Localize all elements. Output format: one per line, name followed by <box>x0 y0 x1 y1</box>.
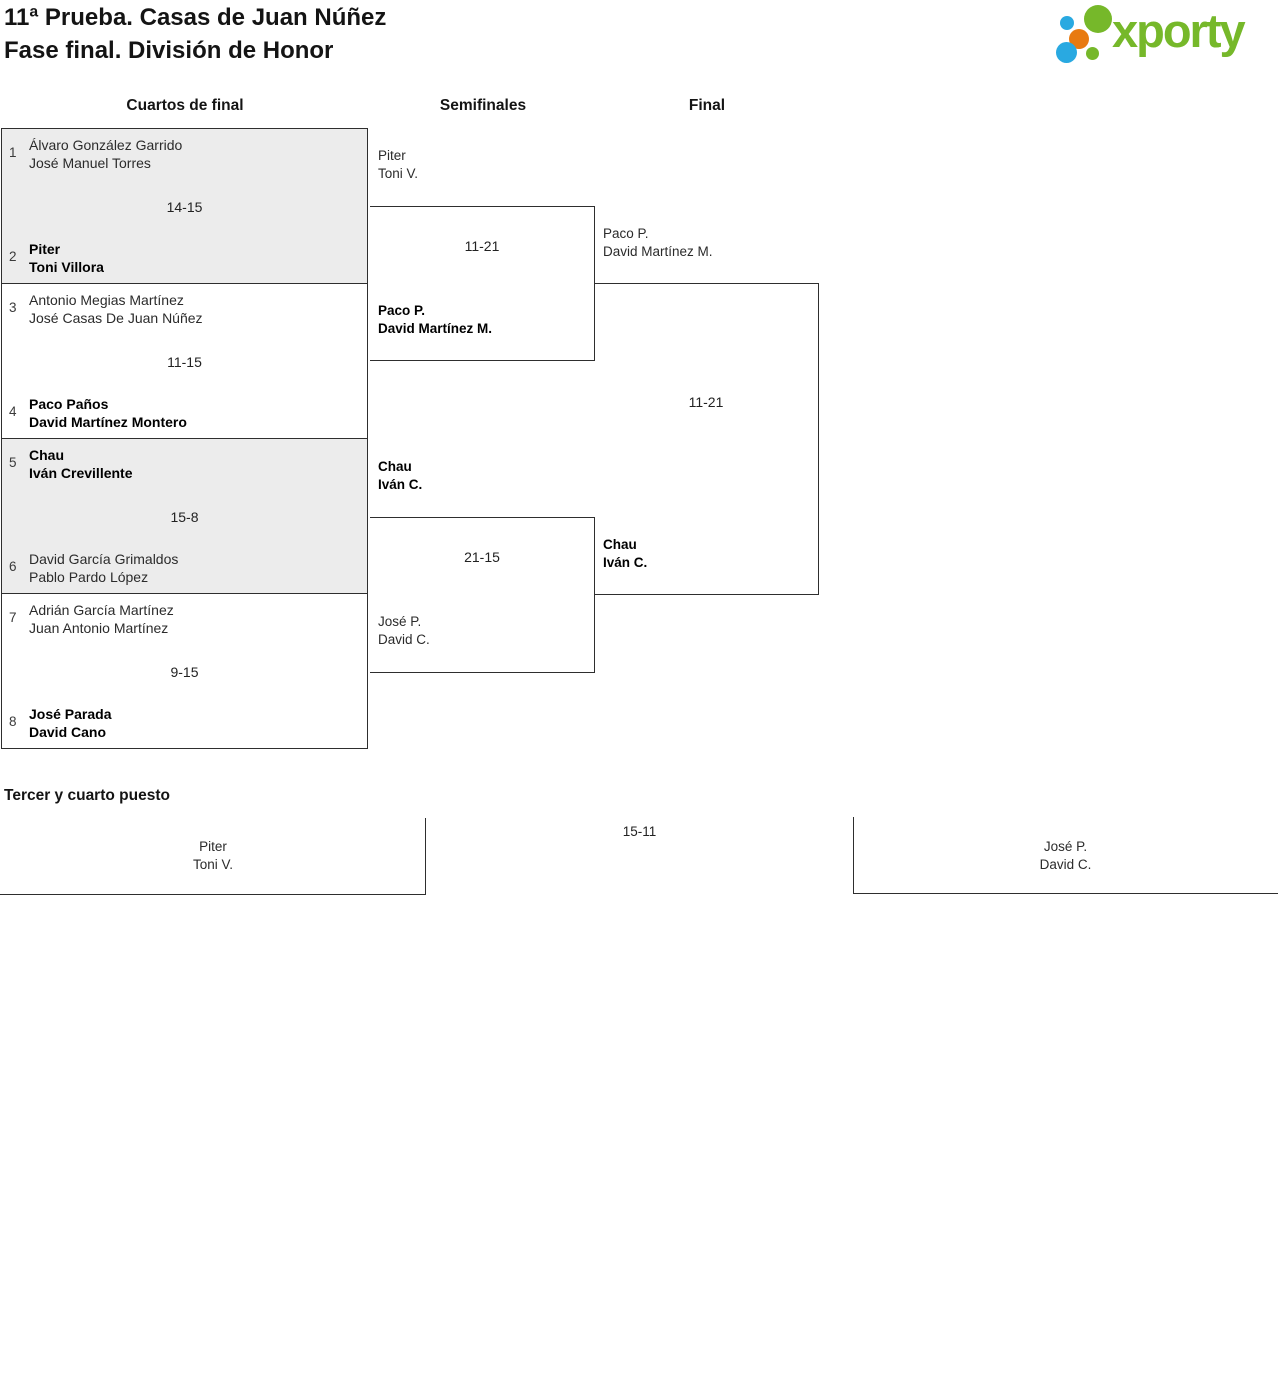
team-names: José P.David C. <box>378 614 430 647</box>
seed-number: 5 <box>9 455 17 470</box>
match-score: 15-8 <box>170 509 199 525</box>
seed-number: 8 <box>9 714 17 729</box>
match-score: 11-21 <box>464 238 500 254</box>
logo-wordmark: xporty <box>1112 4 1246 57</box>
column-header-quarterfinals: Cuartos de final <box>126 97 244 114</box>
seed-number: 3 <box>9 300 17 315</box>
logo-dot-icon <box>1084 5 1112 33</box>
column-header-final: Final <box>688 97 726 114</box>
match-score: 14-15 <box>166 199 203 215</box>
seed-number: 7 <box>9 610 17 625</box>
match-semifinal-2: 21-15 <box>370 517 595 673</box>
logo-dot-icon <box>1086 47 1099 60</box>
seed-number: 4 <box>9 404 17 419</box>
match-score: 9-15 <box>170 664 199 680</box>
page-subtitle: Fase final. División de Honor <box>4 37 334 64</box>
third-place-bracket-line <box>0 818 426 895</box>
match-semifinal-1: 11-21 <box>370 206 595 361</box>
third-place-heading: Tercer y cuarto puesto <box>4 787 170 804</box>
match-score: 15-11 <box>622 824 657 839</box>
seed-number: 2 <box>9 249 17 264</box>
team-names: Paco P.David Martínez M. <box>603 226 713 259</box>
logo-dot-icon <box>1069 29 1089 49</box>
match-score: 11-21 <box>688 394 724 410</box>
column-header-semifinals: Semifinales <box>439 97 527 114</box>
logo-dot-icon <box>1060 16 1074 30</box>
third-place-bracket-line <box>853 817 1278 894</box>
team-names: Paco P.David Martínez M. <box>378 303 493 336</box>
xporty-logo[interactable]: xporty <box>1050 0 1278 64</box>
logo-dot-icon <box>1056 42 1077 63</box>
team-names: José P.David C. <box>1039 839 1092 872</box>
match-final: 11-21 <box>594 283 819 595</box>
match-score: 21-15 <box>464 549 500 565</box>
match-score: 11-15 <box>167 354 202 370</box>
page-title: 11ª Prueba. Casas de Juan Núñez <box>4 4 387 31</box>
seed-number: 1 <box>9 145 17 160</box>
seed-number: 6 <box>9 559 17 574</box>
